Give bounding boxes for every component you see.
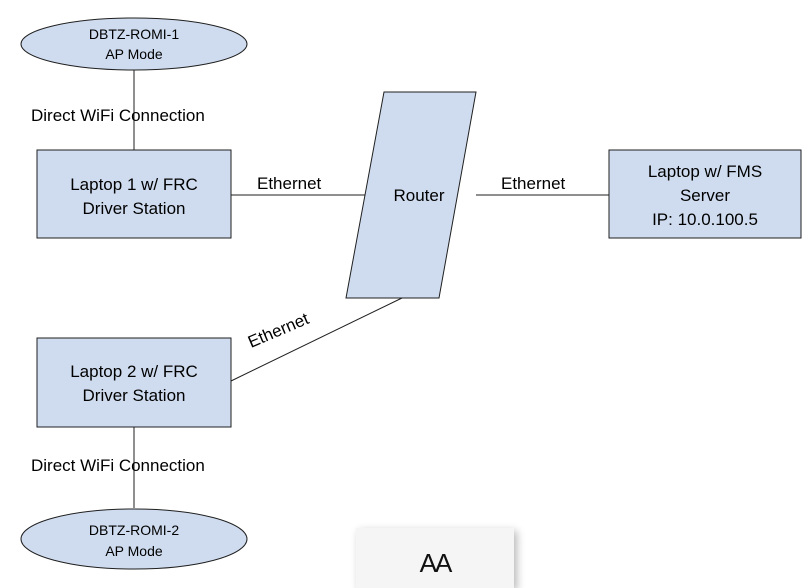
router-node: Router <box>345 91 477 299</box>
ap2-name: DBTZ-ROMI-2 <box>89 522 179 538</box>
laptop1-title: Laptop 1 w/ FRC <box>70 175 198 194</box>
edge-laptop2-router <box>230 297 403 382</box>
ap2-node: DBTZ-ROMI-2 AP Mode <box>20 508 248 570</box>
edge-label-laptop1-router: Ethernet <box>257 174 322 193</box>
fms-subtitle: Server <box>680 186 730 205</box>
laptop2-node: Laptop 2 w/ FRC Driver Station <box>36 337 232 428</box>
edge-label-ap2-text: Direct WiFi Connection <box>31 456 205 475</box>
fms-title: Laptop w/ FMS <box>648 162 762 181</box>
laptop1-subtitle: Driver Station <box>83 199 186 218</box>
edge-label-router-fms: Ethernet <box>501 174 566 193</box>
laptop1-node: Laptop 1 w/ FRC Driver Station <box>36 149 232 239</box>
edge-label-ap1: Direct WiFi Connection <box>28 102 242 126</box>
fms-ip: IP: 10.0.100.5 <box>652 210 758 229</box>
laptop2-title: Laptop 2 w/ FRC <box>70 362 198 381</box>
font-size-badge-text: AA <box>419 548 453 578</box>
edge-label-ap2: Direct WiFi Connection <box>28 452 242 476</box>
ap2-mode: AP Mode <box>105 543 163 559</box>
laptop2-subtitle: Driver Station <box>83 386 186 405</box>
fms-node: Laptop w/ FMS Server IP: 10.0.100.5 <box>608 149 802 239</box>
router-label: Router <box>393 186 444 205</box>
font-size-badge[interactable]: AA <box>356 528 514 588</box>
edge-label-ap1-text: Direct WiFi Connection <box>31 106 205 125</box>
ap1-mode: AP Mode <box>105 46 163 62</box>
edge-label-laptop2-router: Ethernet <box>245 309 312 352</box>
ap1-node: DBTZ-ROMI-1 AP Mode <box>20 17 248 71</box>
ap1-name: DBTZ-ROMI-1 <box>89 26 179 42</box>
